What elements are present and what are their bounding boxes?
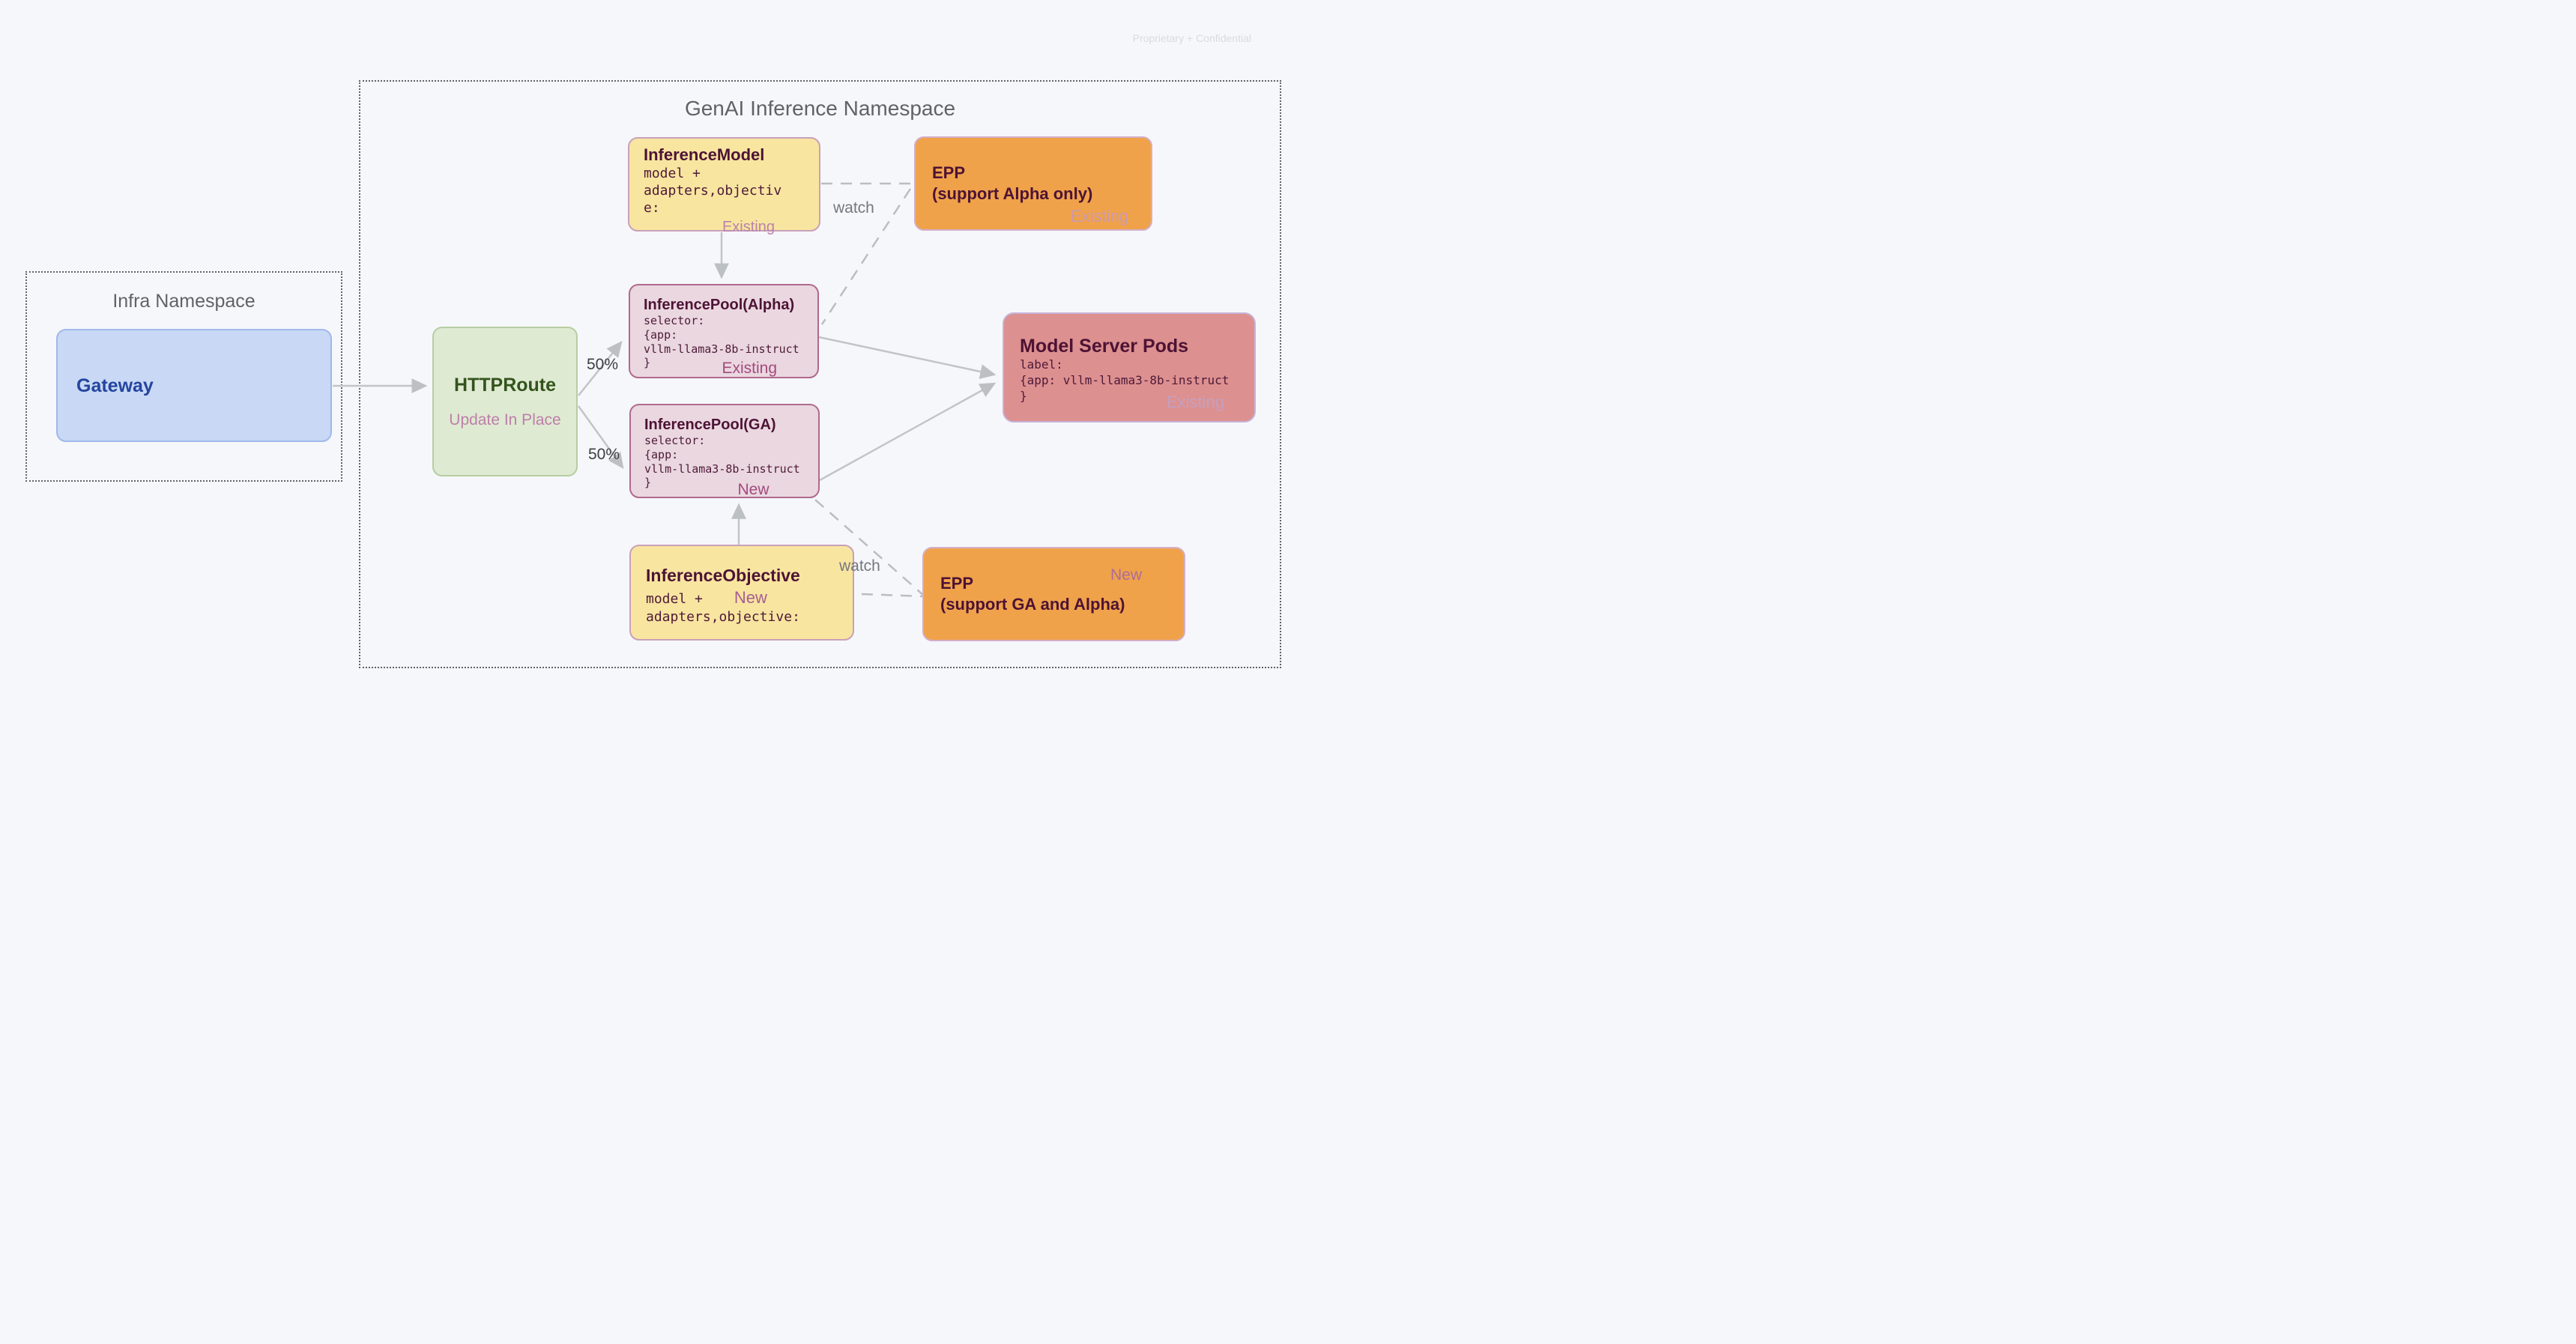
- model-server-pods-node[interactable]: Model Server Pods label: {app: vllm-llam…: [1003, 312, 1256, 423]
- epp-ga-title-line1: EPP: [940, 574, 974, 593]
- infra-namespace-title: Infra Namespace: [112, 291, 256, 312]
- inference-objective-title: InferenceObjective: [646, 566, 800, 585]
- pool-ga-title: InferencePool(GA): [644, 417, 776, 433]
- epp-ga-status-tag: New: [1110, 566, 1142, 584]
- watermark: Proprietary + Confidential: [1132, 32, 1251, 44]
- pool-ga-code-line: }: [644, 476, 652, 490]
- httproute-title: HTTPRoute: [453, 375, 557, 396]
- diagram-canvas: Proprietary + Confidential GenAI Inferen…: [0, 0, 1288, 672]
- pool-alpha-title: InferencePool(Alpha): [644, 297, 795, 313]
- inference-model-status-tag: Existing: [722, 219, 775, 235]
- pool-alpha-code-line: }: [644, 356, 651, 370]
- inference-objective-status-tag: New: [734, 587, 767, 607]
- pool-ga-status-tag: New: [737, 481, 770, 498]
- model-server-pods-title: Model Server Pods: [1020, 336, 1189, 357]
- traffic-split-label-bottom: 50%: [588, 446, 620, 463]
- gateway-node[interactable]: Gateway: [56, 329, 332, 442]
- inference-model-node[interactable]: InferenceModel model + adapters,objectiv…: [628, 137, 820, 235]
- model-server-pods-code-line: }: [1020, 388, 1027, 403]
- genai-namespace-title: GenAI Inference Namespace: [684, 97, 956, 120]
- watch-label-bottom: watch: [839, 557, 880, 575]
- epp-alpha-title-line1: EPP: [932, 163, 966, 183]
- inference-objective-code-line: model + New: [646, 587, 853, 609]
- model-server-pods-code-line: {app: vllm-llama3-8b-instruct: [1020, 372, 1230, 387]
- epp-alpha-status-tag: Existing: [1070, 207, 1128, 225]
- pool-ga-code-line: selector:: [644, 434, 706, 447]
- inference-model-code-line: e:: [644, 200, 660, 217]
- watch-label-top: watch: [833, 199, 874, 217]
- inference-model-title: InferenceModel: [644, 145, 765, 164]
- inference-model-code-line: model +: [644, 166, 701, 182]
- httproute-subtitle: Update In Place: [449, 411, 561, 429]
- inference-objective-node[interactable]: InferenceObjective model + New adapters,o…: [629, 545, 854, 641]
- infra-namespace-container: Infra Namespace: [25, 271, 342, 482]
- pool-ga-code-line: vllm-llama3-8b-instruct: [644, 461, 800, 476]
- model-server-pods-status-tag: Existing: [1166, 393, 1224, 411]
- traffic-split-label-top: 50%: [587, 356, 619, 373]
- inference-objective-code-line: adapters,objective:: [646, 609, 800, 626]
- inference-pool-alpha-node[interactable]: InferencePool(Alpha) selector: {app: vll…: [629, 284, 819, 378]
- inference-model-code-line: adapters,objectiv: [644, 183, 782, 199]
- pool-alpha-code-line: vllm-llama3-8b-instruct: [644, 342, 799, 356]
- model-server-pods-code-line: label:: [1020, 357, 1063, 372]
- epp-alpha-node[interactable]: EPP (support Alpha only) Existing: [914, 136, 1152, 231]
- pool-alpha-code-line: {app:: [644, 327, 678, 342]
- httproute-node[interactable]: HTTPRoute Update In Place: [432, 327, 578, 476]
- inference-pool-ga-node[interactable]: InferencePool(GA) selector: {app: vllm-l…: [629, 404, 820, 498]
- gateway-title: Gateway: [76, 375, 154, 396]
- pool-alpha-code-line: selector:: [644, 314, 705, 327]
- pool-alpha-status-tag: Existing: [722, 360, 778, 377]
- epp-ga-title-line2: (support GA and Alpha): [940, 595, 1125, 614]
- pool-ga-code-line: {app:: [644, 447, 679, 461]
- genai-namespace-container: GenAI Inference Namespace: [359, 80, 1281, 668]
- inference-objective-code-text: model +: [646, 590, 703, 607]
- epp-alpha-title-line2: (support Alpha only): [932, 184, 1093, 203]
- epp-ga-node[interactable]: EPP (support GA and Alpha) New: [922, 547, 1185, 641]
